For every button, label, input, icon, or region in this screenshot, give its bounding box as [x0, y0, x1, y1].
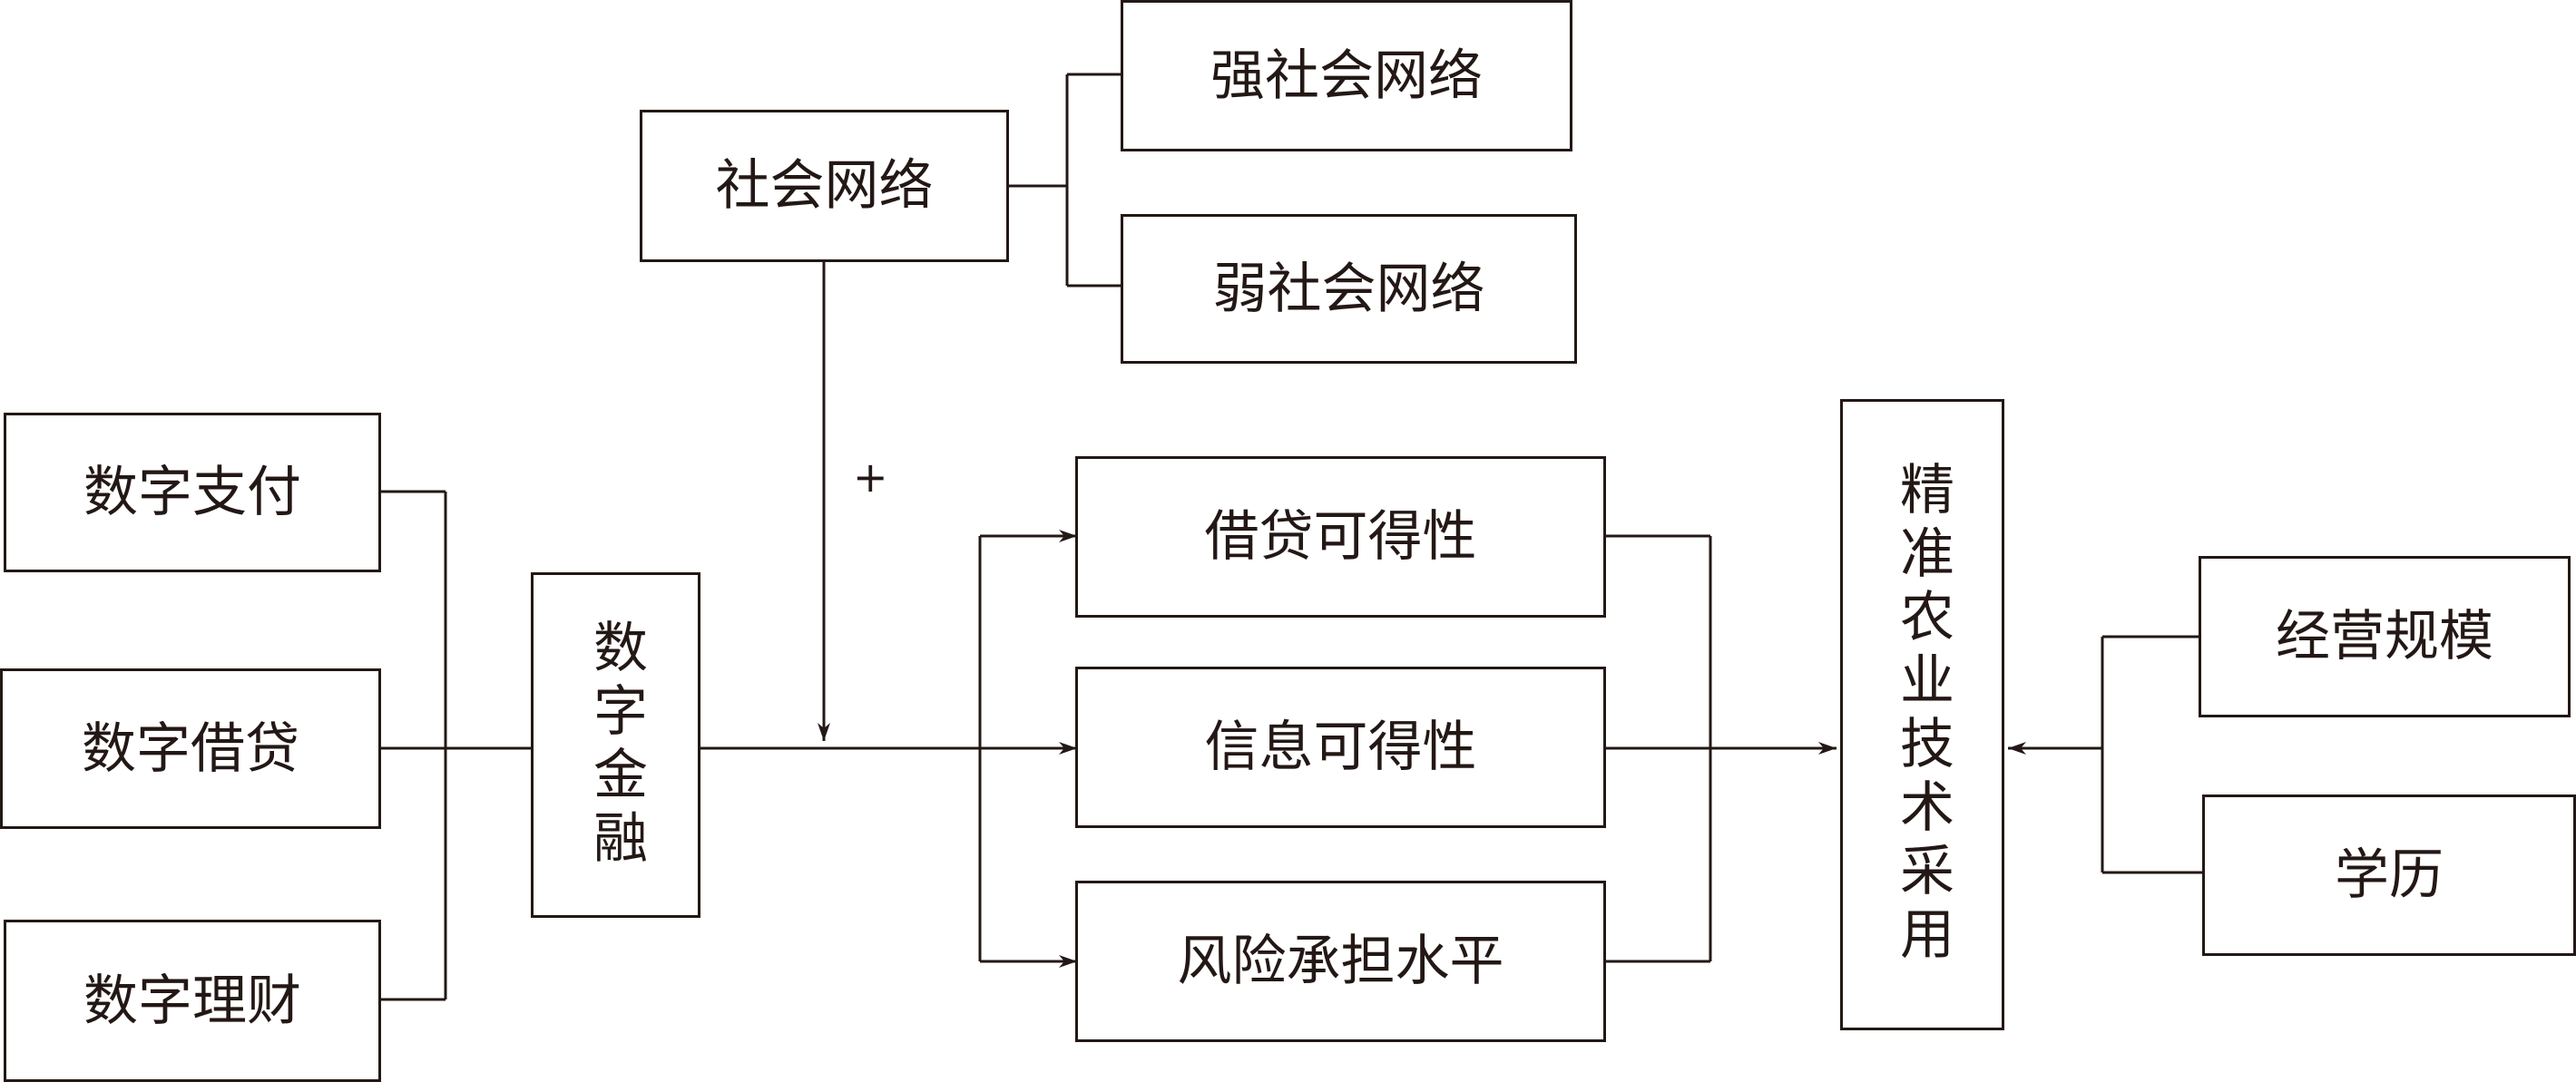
- weak-social-network-box: 弱社会网络: [1121, 214, 1577, 364]
- digital-finance-box: 数字金融: [531, 572, 700, 918]
- credit-availability-box: 借贷可得性: [1075, 456, 1606, 618]
- education-box: 学历: [2202, 794, 2576, 956]
- risk-taking-box: 风险承担水平: [1075, 881, 1606, 1042]
- digital-wealth-box: 数字理财: [4, 920, 381, 1082]
- information-availability-box: 信息可得性: [1075, 667, 1606, 828]
- precision-agriculture-adoption-box: 精准农业技术采用: [1840, 399, 2004, 1030]
- strong-social-network-box: 强社会网络: [1121, 0, 1572, 151]
- moderation-plus-sign: +: [853, 453, 888, 502]
- social-network-box: 社会网络: [640, 110, 1009, 262]
- digital-payment-box: 数字支付: [4, 413, 381, 572]
- operating-scale-box: 经营规模: [2199, 556, 2571, 717]
- digital-lending-box: 数字借贷: [0, 668, 381, 829]
